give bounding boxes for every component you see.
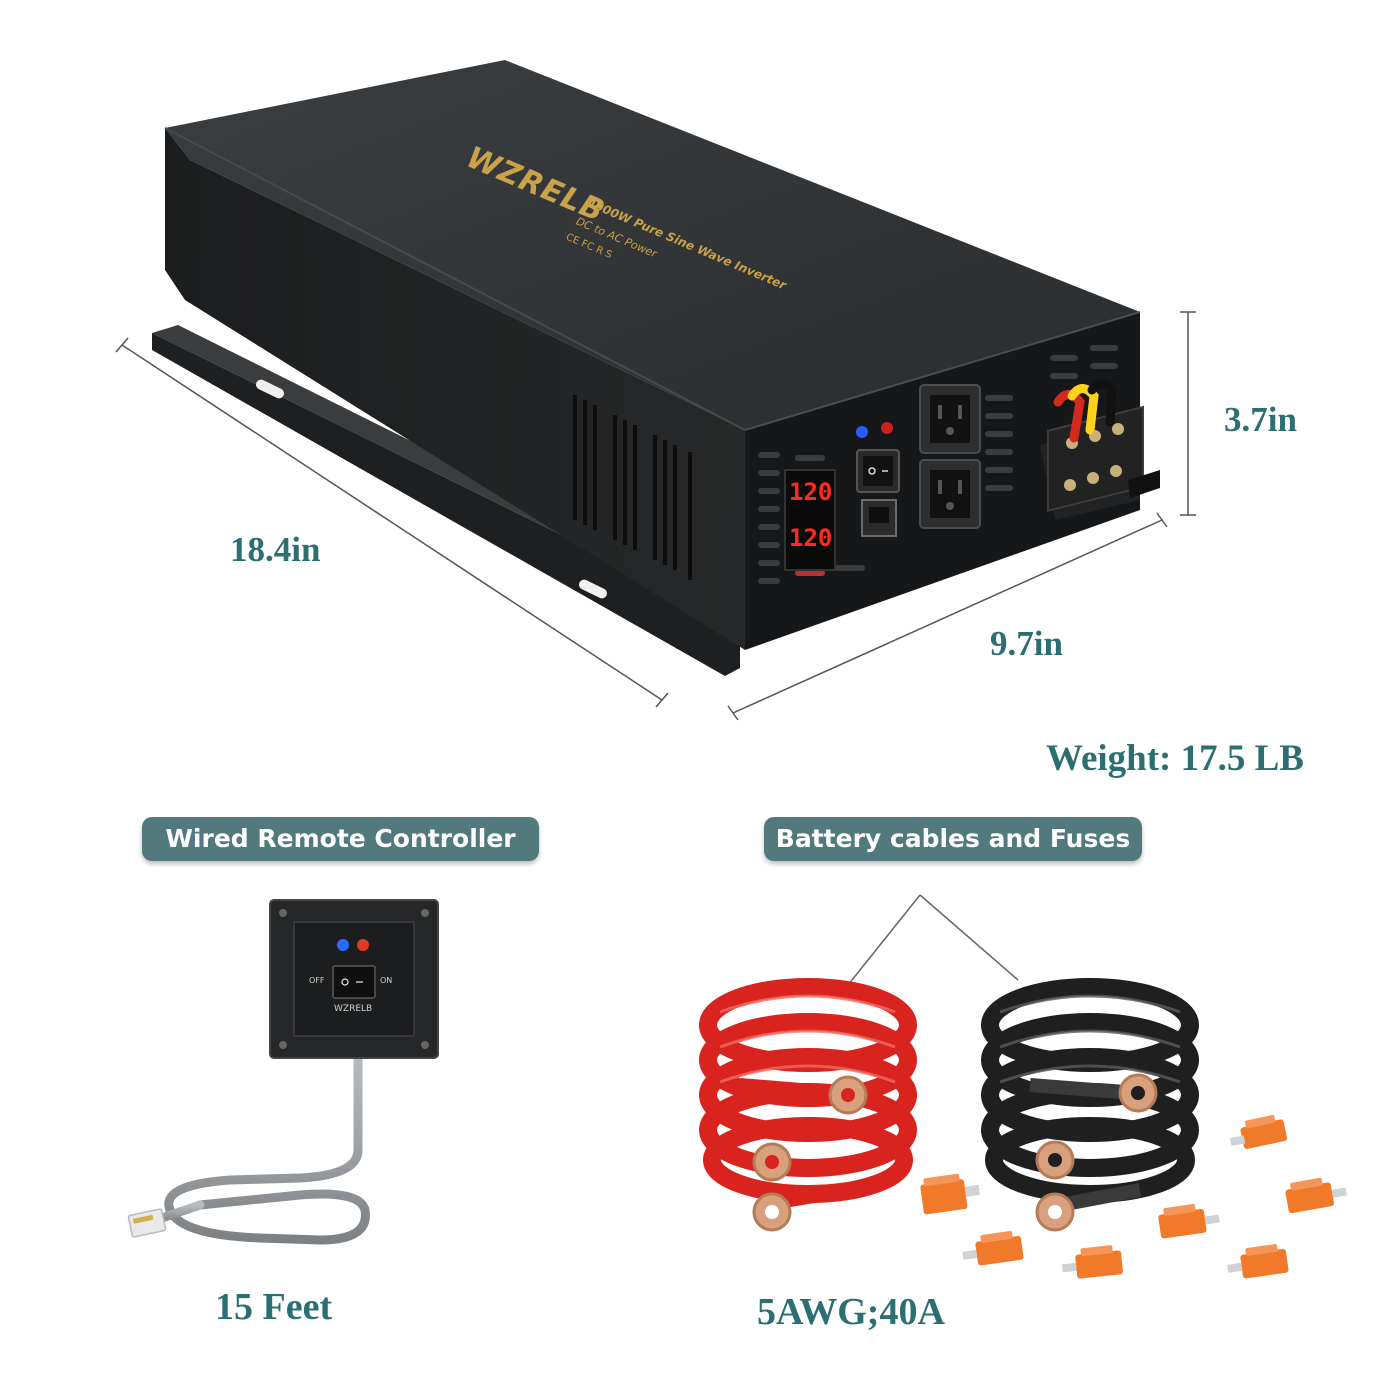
fuse-icon	[1229, 1115, 1288, 1149]
length-label: 18.4in	[230, 530, 321, 569]
blue-led-icon	[856, 426, 868, 438]
fuse-icon	[920, 1173, 980, 1215]
remote-brand-label: WZRELB	[334, 1004, 373, 1014]
dc-terminal-block	[1040, 379, 1160, 520]
black-terminal-wire	[1087, 379, 1117, 427]
ac-outlet-top	[919, 384, 981, 454]
fuse-icon	[1285, 1177, 1347, 1214]
display-panel	[784, 469, 836, 571]
fuse-set	[920, 1115, 1347, 1279]
remote-power-switch[interactable]	[332, 965, 376, 999]
red-cable-lugs	[752, 1075, 868, 1232]
ac-outlet-bottom	[919, 459, 981, 529]
front-vents	[758, 345, 1118, 584]
fuse-icon	[1227, 1244, 1289, 1279]
remote-controller-illustration	[127, 899, 439, 1245]
cables-section-label: Battery cables and Fuses	[764, 817, 1142, 861]
remote-red-led-icon	[357, 939, 369, 951]
black-cable-lugs	[1035, 1073, 1158, 1232]
height-label: 3.7in	[1224, 400, 1297, 439]
flange-slot	[256, 379, 284, 399]
voltage-display-bottom: 120	[789, 524, 833, 552]
cable-spec-label: 5AWG;40A	[757, 1291, 945, 1333]
dimension-lines	[115, 311, 1196, 721]
black-cable-highlights	[999, 994, 1181, 1084]
remote-section-label: Wired Remote Controller	[142, 817, 539, 861]
voltage-display-top: 120	[789, 478, 833, 506]
side-vents	[573, 395, 692, 580]
cable-length-label: 15 Feet	[215, 1286, 333, 1328]
fuse-icon	[962, 1231, 1024, 1266]
weight-label: Weight: 17.5 LB	[1046, 738, 1304, 779]
flange-slot	[579, 579, 607, 599]
red-battery-cable	[699, 978, 917, 1212]
black-battery-cable	[981, 978, 1199, 1212]
fuse-icon	[1158, 1204, 1220, 1239]
inverter-side-face	[165, 128, 745, 650]
connector-lines	[847, 894, 1019, 986]
width-label: 9.7in	[990, 624, 1063, 663]
fuse-icon	[1061, 1245, 1123, 1279]
remote-on-label: ON	[380, 976, 393, 985]
remote-off-label: OFF	[309, 976, 325, 985]
red-cable-highlights	[719, 994, 896, 1084]
inverter-top-face	[165, 60, 1140, 430]
remote-cable	[164, 1050, 370, 1245]
inverter-illustration	[152, 60, 1160, 676]
red-led-icon	[881, 422, 893, 434]
rj-connector-icon	[127, 1208, 167, 1238]
remote-blue-led-icon	[337, 939, 349, 951]
yellow-terminal-wire	[1067, 384, 1099, 435]
